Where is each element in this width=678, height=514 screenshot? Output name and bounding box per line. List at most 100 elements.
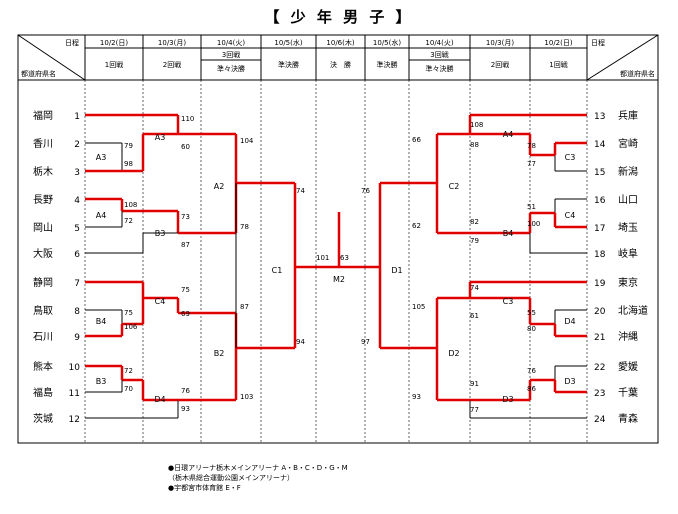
match-label: D4	[564, 317, 575, 326]
seed-number-right: 14	[594, 140, 606, 150]
team-name-right: 宮崎	[618, 137, 638, 150]
header-round: 2回戦	[491, 60, 509, 69]
seed-number-left: 3	[74, 168, 80, 178]
team-name-left: 熊本	[33, 360, 53, 373]
match-label: C3	[565, 153, 576, 162]
venue-note: （栃木県総合運動公園メインアリーナ）	[168, 474, 294, 482]
seed-number-right: 16	[594, 196, 606, 206]
seed-number-left: 9	[74, 333, 80, 343]
match-label: C1	[272, 266, 283, 275]
header-round: 準決勝	[377, 60, 398, 69]
header-round: 準々決勝	[426, 64, 454, 73]
score: 79	[470, 237, 479, 245]
score: 66	[412, 136, 421, 144]
score: 110	[181, 115, 194, 123]
bracket-frame	[17, 34, 659, 444]
score: 80	[527, 325, 536, 333]
header-pref-right: 都道府県名	[620, 69, 655, 78]
seed-number-left: 11	[69, 389, 80, 399]
score: 77	[470, 406, 479, 414]
score: 61	[470, 312, 479, 320]
team-name-left: 鳥取	[33, 304, 53, 317]
header-nittei-left: 日程	[65, 38, 79, 47]
seed-number-right: 17	[594, 224, 605, 234]
score: 76	[361, 187, 370, 195]
team-name-right: 北海道	[618, 304, 648, 317]
seed-number-right: 13	[594, 112, 605, 122]
score: 108	[124, 201, 137, 209]
match-label: C4	[565, 211, 576, 220]
score: 72	[124, 217, 133, 225]
team-name-right: 東京	[618, 276, 638, 289]
match-label: B4	[96, 317, 107, 326]
score: 70	[124, 385, 133, 393]
team-name-right: 青森	[618, 412, 638, 425]
team-name-left: 静岡	[33, 276, 53, 289]
score: 75	[181, 286, 190, 294]
match-label: A3	[96, 153, 107, 162]
match-label: D3	[502, 395, 513, 404]
header-round: 準々決勝	[217, 64, 245, 73]
score: 79	[124, 142, 133, 150]
team-name-left: 長野	[33, 194, 53, 206]
seed-number-left: 10	[69, 363, 81, 373]
score: 97	[361, 338, 370, 346]
team-name-right: 岐阜	[618, 247, 638, 260]
seed-number-right: 18	[594, 250, 606, 260]
score: 74	[296, 187, 305, 195]
match-label: A2	[214, 182, 225, 191]
match-label: B3	[96, 377, 107, 386]
score: 55	[527, 309, 536, 317]
score: 87	[181, 241, 190, 249]
header-pref-left: 都道府県名	[21, 69, 56, 78]
score: 93	[412, 393, 421, 401]
score: 108	[470, 121, 483, 129]
header-date: 10/5(水)	[274, 38, 302, 47]
header-round: 準決勝	[278, 60, 299, 69]
team-name-left: 福岡	[33, 109, 53, 122]
seed-number-left: 8	[74, 307, 80, 317]
match-label: D2	[448, 349, 459, 358]
header-date: 10/6(木)	[326, 38, 354, 47]
seed-number-right: 19	[594, 279, 606, 289]
team-name-right: 沖縄	[618, 330, 638, 343]
score: 77	[527, 160, 536, 168]
team-name-right: 千葉	[618, 386, 638, 399]
match-label: C3	[503, 297, 514, 306]
score: 78	[240, 223, 249, 231]
header-nittei-right: 日程	[591, 38, 605, 47]
score: 100	[527, 220, 540, 228]
match-label: D1	[391, 266, 402, 275]
score: 105	[412, 303, 425, 311]
seed-number-left: 2	[74, 140, 80, 150]
score: 76	[527, 367, 536, 375]
seed-number-left: 1	[74, 112, 80, 122]
header-round-sub: 3回戦	[222, 50, 240, 59]
header-diagonal	[586, 34, 659, 81]
team-name-left: 福島	[33, 386, 53, 399]
match-label: A3	[155, 133, 166, 142]
score: 78	[527, 142, 536, 150]
score: 69	[181, 310, 190, 318]
score: 74	[470, 284, 479, 292]
seed-number-right: 21	[594, 333, 605, 343]
venue-notes: ●日環アリーナ栃木メインアリーナ A・B・C・D・G・M （栃木県総合運動公園メ…	[168, 463, 348, 493]
seed-number-right: 15	[594, 168, 605, 178]
page-title: 【 少 年 男 子 】	[264, 8, 414, 26]
score: 86	[527, 385, 536, 393]
team-name-right: 愛媛	[618, 360, 638, 373]
score: 94	[296, 338, 305, 346]
header-date: 10/2(日)	[100, 39, 128, 47]
header-date: 10/5(水)	[373, 38, 401, 47]
score: 63	[340, 254, 349, 262]
score: 76	[181, 387, 190, 395]
score: 103	[240, 393, 253, 401]
score: 98	[124, 160, 133, 168]
header-date: 10/3(月)	[158, 39, 186, 47]
header-date: 10/2(日)	[544, 39, 572, 47]
score: 73	[181, 213, 190, 221]
match-label: C2	[449, 182, 460, 191]
match-label: M2	[333, 275, 345, 284]
header-round-sub: 3回戦	[430, 50, 448, 59]
